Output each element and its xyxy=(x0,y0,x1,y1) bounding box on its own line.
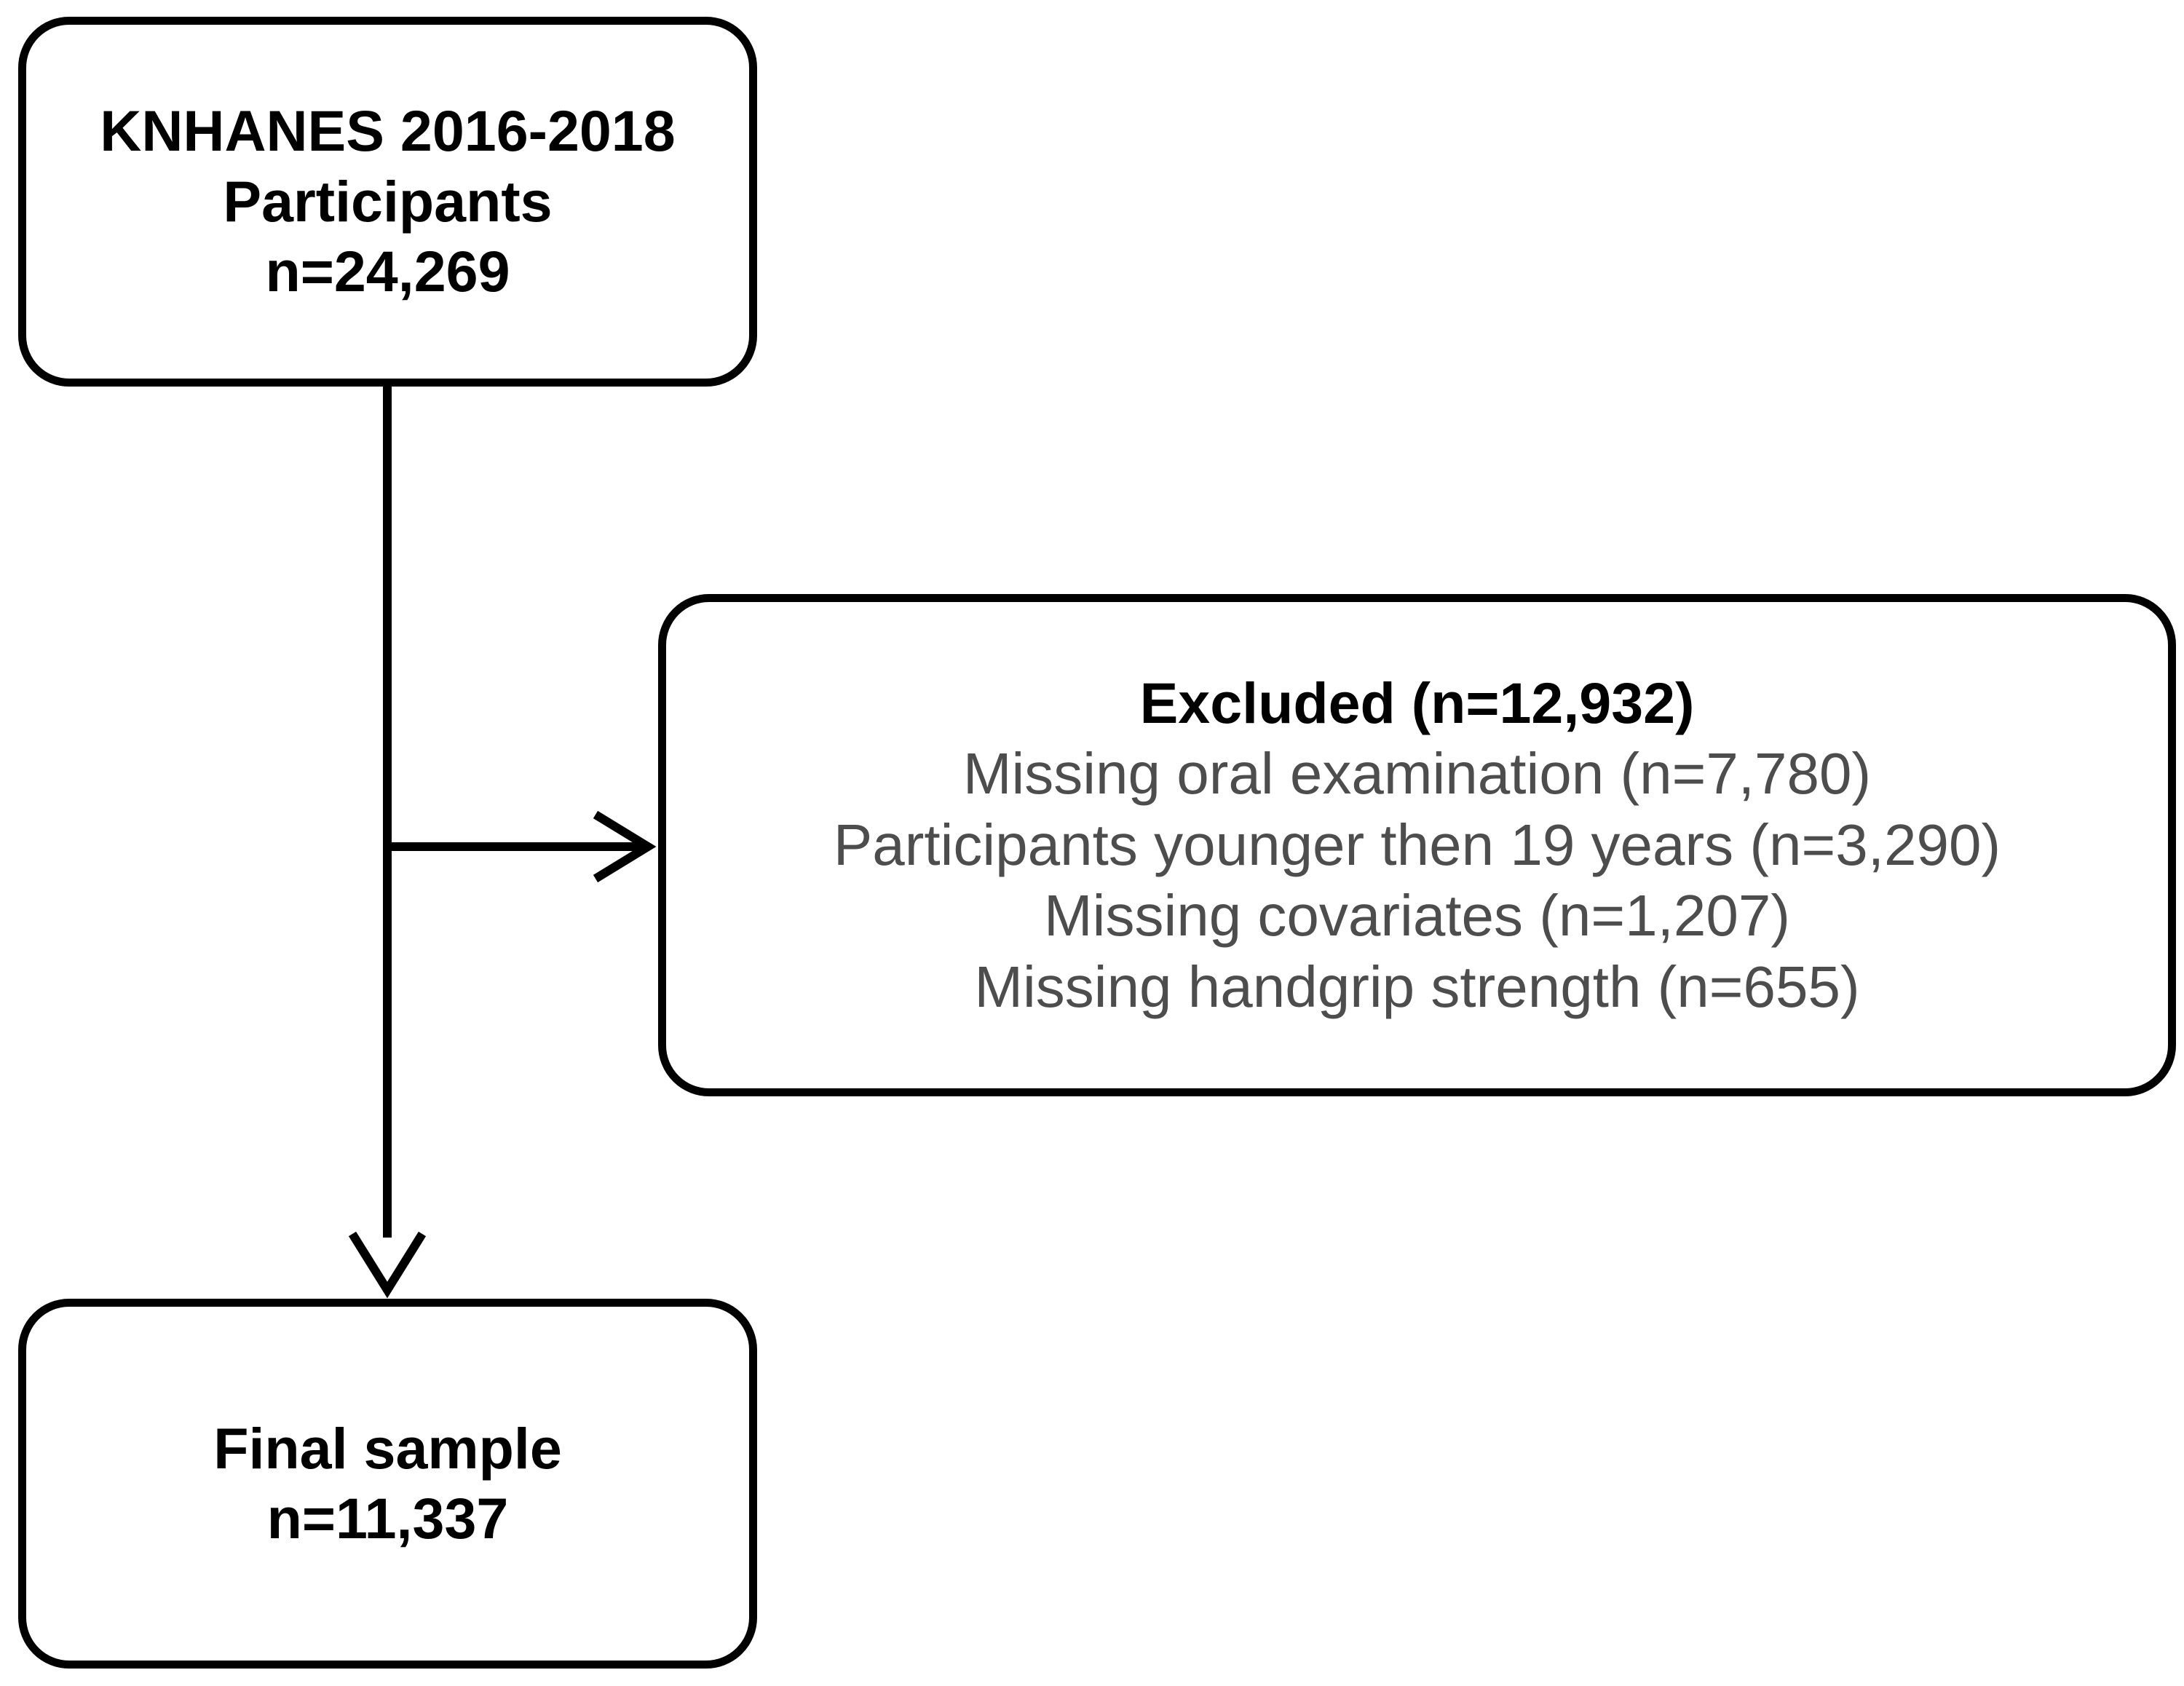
source-line-3: n=24,269 xyxy=(265,239,510,304)
source-line-2: Participants xyxy=(223,168,553,234)
arrowhead-excluded xyxy=(593,810,657,883)
final-line-2: n=11,337 xyxy=(266,1486,509,1551)
final-line-1: Final sample xyxy=(213,1415,562,1481)
final-sample-box: Final sample n=11,337 xyxy=(18,1299,757,1669)
excluded-reason: Missing covariates (n=1,207) xyxy=(1044,883,1790,949)
excluded-heading: Excluded (n=12,932) xyxy=(1139,670,1695,735)
arrowhead-final xyxy=(348,1231,427,1299)
excluded-box: Excluded (n=12,932) Missing oral examina… xyxy=(658,594,2176,1096)
excluded-reason: Missing oral examination (n=7,780) xyxy=(962,741,1872,806)
excluded-reason: Participants younger then 19 years (n=3,… xyxy=(833,812,2001,877)
source-line-1: KNHANES 2016-2018 xyxy=(100,98,676,164)
source-participants-box: KNHANES 2016-2018 Participants n=24,269 xyxy=(18,17,757,387)
excluded-reason: Missing handgrip strength (n=655) xyxy=(974,954,1860,1019)
